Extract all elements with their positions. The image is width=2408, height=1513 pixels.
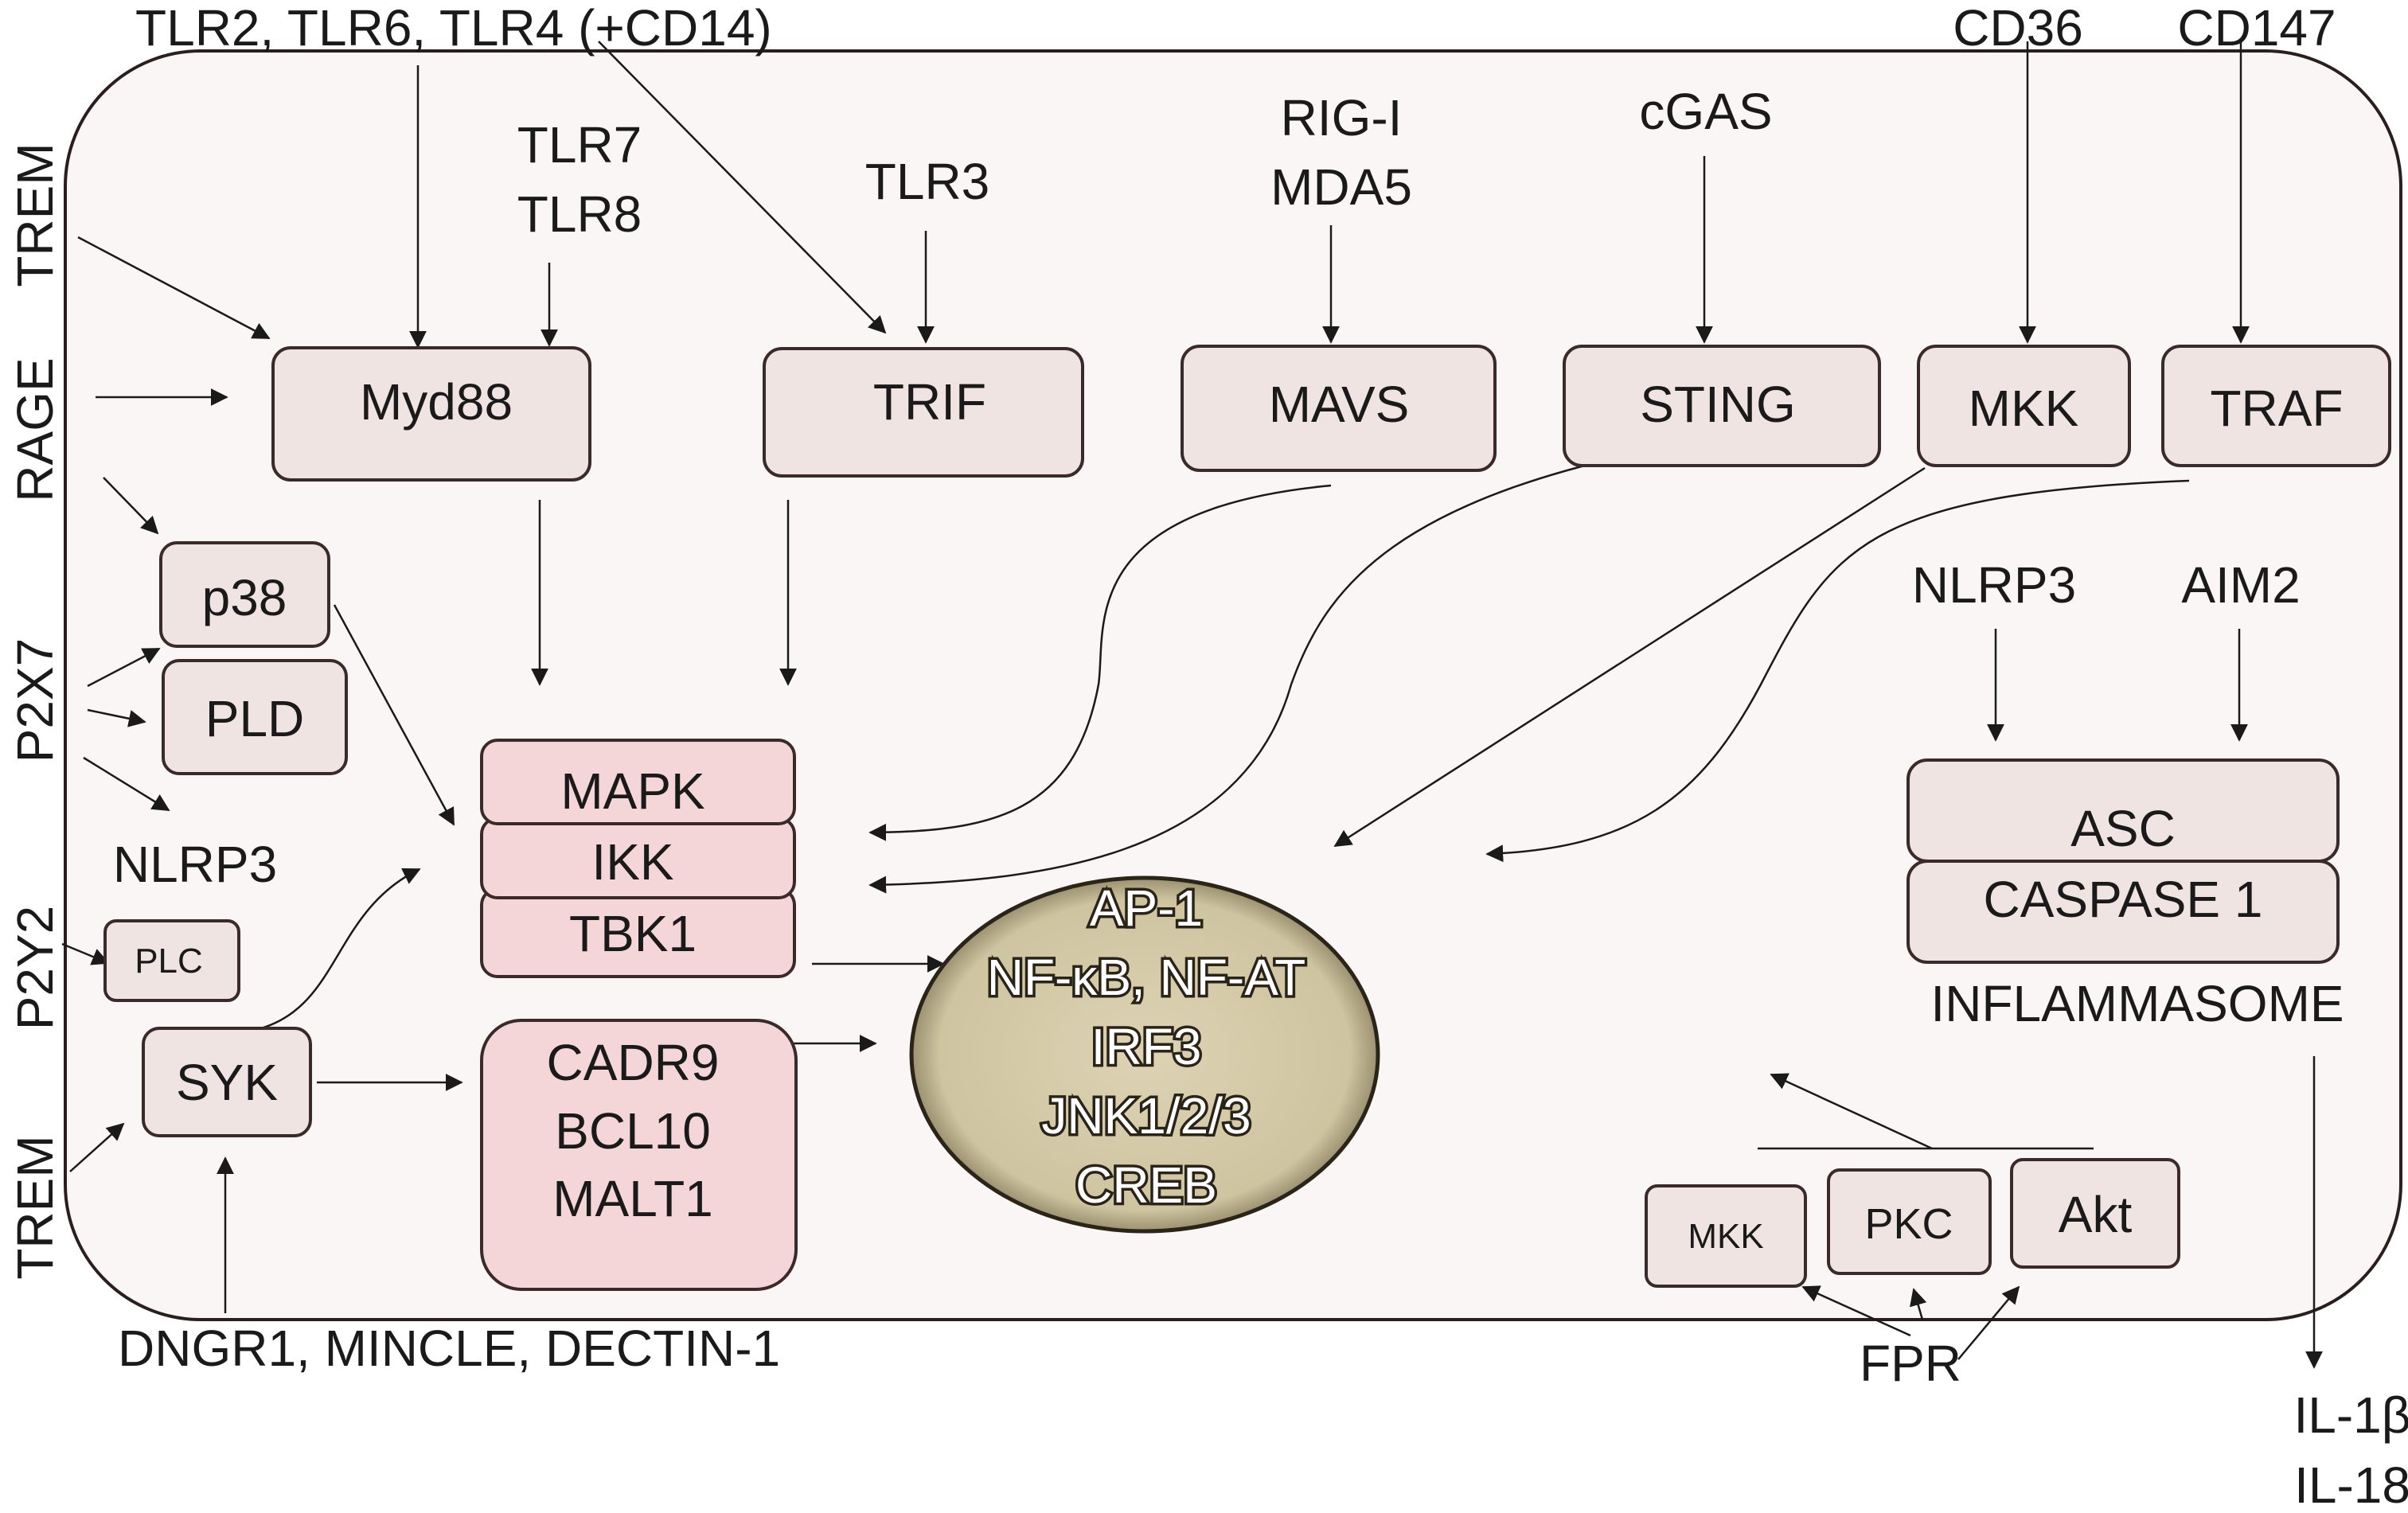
cgas-label: cGAS — [1639, 83, 1772, 140]
p38-label: p38 — [202, 569, 287, 626]
mavs-label: MAVS — [1269, 376, 1410, 433]
jnk-label: JNK1/2/3 — [1041, 1087, 1251, 1144]
arrows — [61, 41, 2323, 1369]
tbk1-label: TBK1 — [569, 905, 697, 962]
creb-label: CREB — [1075, 1156, 1217, 1214]
tlr8-label: TLR8 — [517, 185, 642, 243]
nucleus — [909, 875, 1380, 1234]
pld-box — [162, 659, 348, 775]
ikk-label: IKK — [591, 833, 673, 891]
il-18-label: IL-18 — [2294, 1456, 2408, 1513]
mkk-bottom-label: MKK — [1688, 1217, 1763, 1256]
syk-box — [142, 1027, 312, 1137]
mapk-box — [480, 739, 796, 825]
cd147-label: CD147 — [2177, 0, 2336, 57]
asc-box — [1906, 758, 2340, 863]
cd36-label: CD36 — [1953, 0, 2083, 57]
nf-kb-nf-at-label: NF-κB, NF-AT — [987, 949, 1306, 1006]
tlr2-tlr6-tlr4-label: TLR2, TLR6, TLR4 (+CD14) — [135, 0, 772, 57]
cbm-complex-box — [480, 1019, 798, 1291]
il-1b-label: IL-1β — [2293, 1386, 2408, 1444]
pld-label: PLD — [205, 690, 305, 747]
caspase-1-label: CASPASE 1 — [1984, 871, 2263, 928]
mkk-top-box — [1917, 345, 2131, 467]
mavs-box — [1181, 345, 1497, 472]
nlrp3-left-label: NLRP3 — [113, 836, 277, 893]
rage-label: RAGE — [6, 357, 64, 501]
sting-box — [1563, 345, 1881, 467]
malt1-label: MALT1 — [552, 1170, 713, 1227]
myd88-box — [271, 346, 591, 482]
trem-bottom-label: TREM — [6, 1135, 64, 1279]
plc-label: PLC — [135, 942, 203, 981]
pkc-label: PKC — [1864, 1200, 1953, 1248]
p38-box — [159, 541, 330, 648]
syk-label: SYK — [176, 1054, 278, 1111]
p2x7-label: P2X7 — [6, 638, 64, 763]
dngr1-mincle-dectin1-label: DNGR1, MINCLE, DECTIN-1 — [118, 1320, 780, 1377]
tlr3-label: TLR3 — [865, 153, 990, 210]
asc-label: ASC — [2070, 800, 2176, 857]
trem-top-label: TREM — [6, 142, 64, 287]
plc-box — [103, 919, 240, 1002]
traf-box — [2161, 345, 2391, 467]
cadr9-label: CADR9 — [547, 1034, 720, 1091]
inflammasome-label: INFLAMMASOME — [1930, 975, 2344, 1032]
akt-box — [2010, 1158, 2180, 1269]
tlr7-label: TLR7 — [517, 116, 642, 174]
bcl10-label: BCL10 — [555, 1102, 711, 1160]
irf3-label: IRF3 — [1091, 1018, 1202, 1075]
ap-1-label: AP-1 — [1090, 879, 1203, 937]
mda5-label: MDA5 — [1270, 158, 1412, 216]
trif-box — [763, 347, 1084, 478]
rig-i-label: RIG-I — [1281, 89, 1403, 146]
aim2-label: AIM2 — [2181, 556, 2300, 614]
nlrp3-right-label: NLRP3 — [1912, 556, 2076, 614]
mkk-top-label: MKK — [1969, 380, 2079, 437]
myd88-label: Myd88 — [360, 373, 513, 431]
pkc-box — [1827, 1168, 1992, 1275]
p2y2-label: P2Y2 — [6, 906, 64, 1031]
traf-label: TRAF — [2210, 380, 2343, 437]
trif-label: TRIF — [873, 373, 986, 431]
fpr-label: FPR — [1860, 1335, 1961, 1392]
mkk-bottom-box — [1645, 1184, 1807, 1288]
akt-label: Akt — [2059, 1186, 2133, 1243]
mapk-label: MAPK — [560, 762, 704, 820]
sting-label: STING — [1640, 376, 1796, 433]
